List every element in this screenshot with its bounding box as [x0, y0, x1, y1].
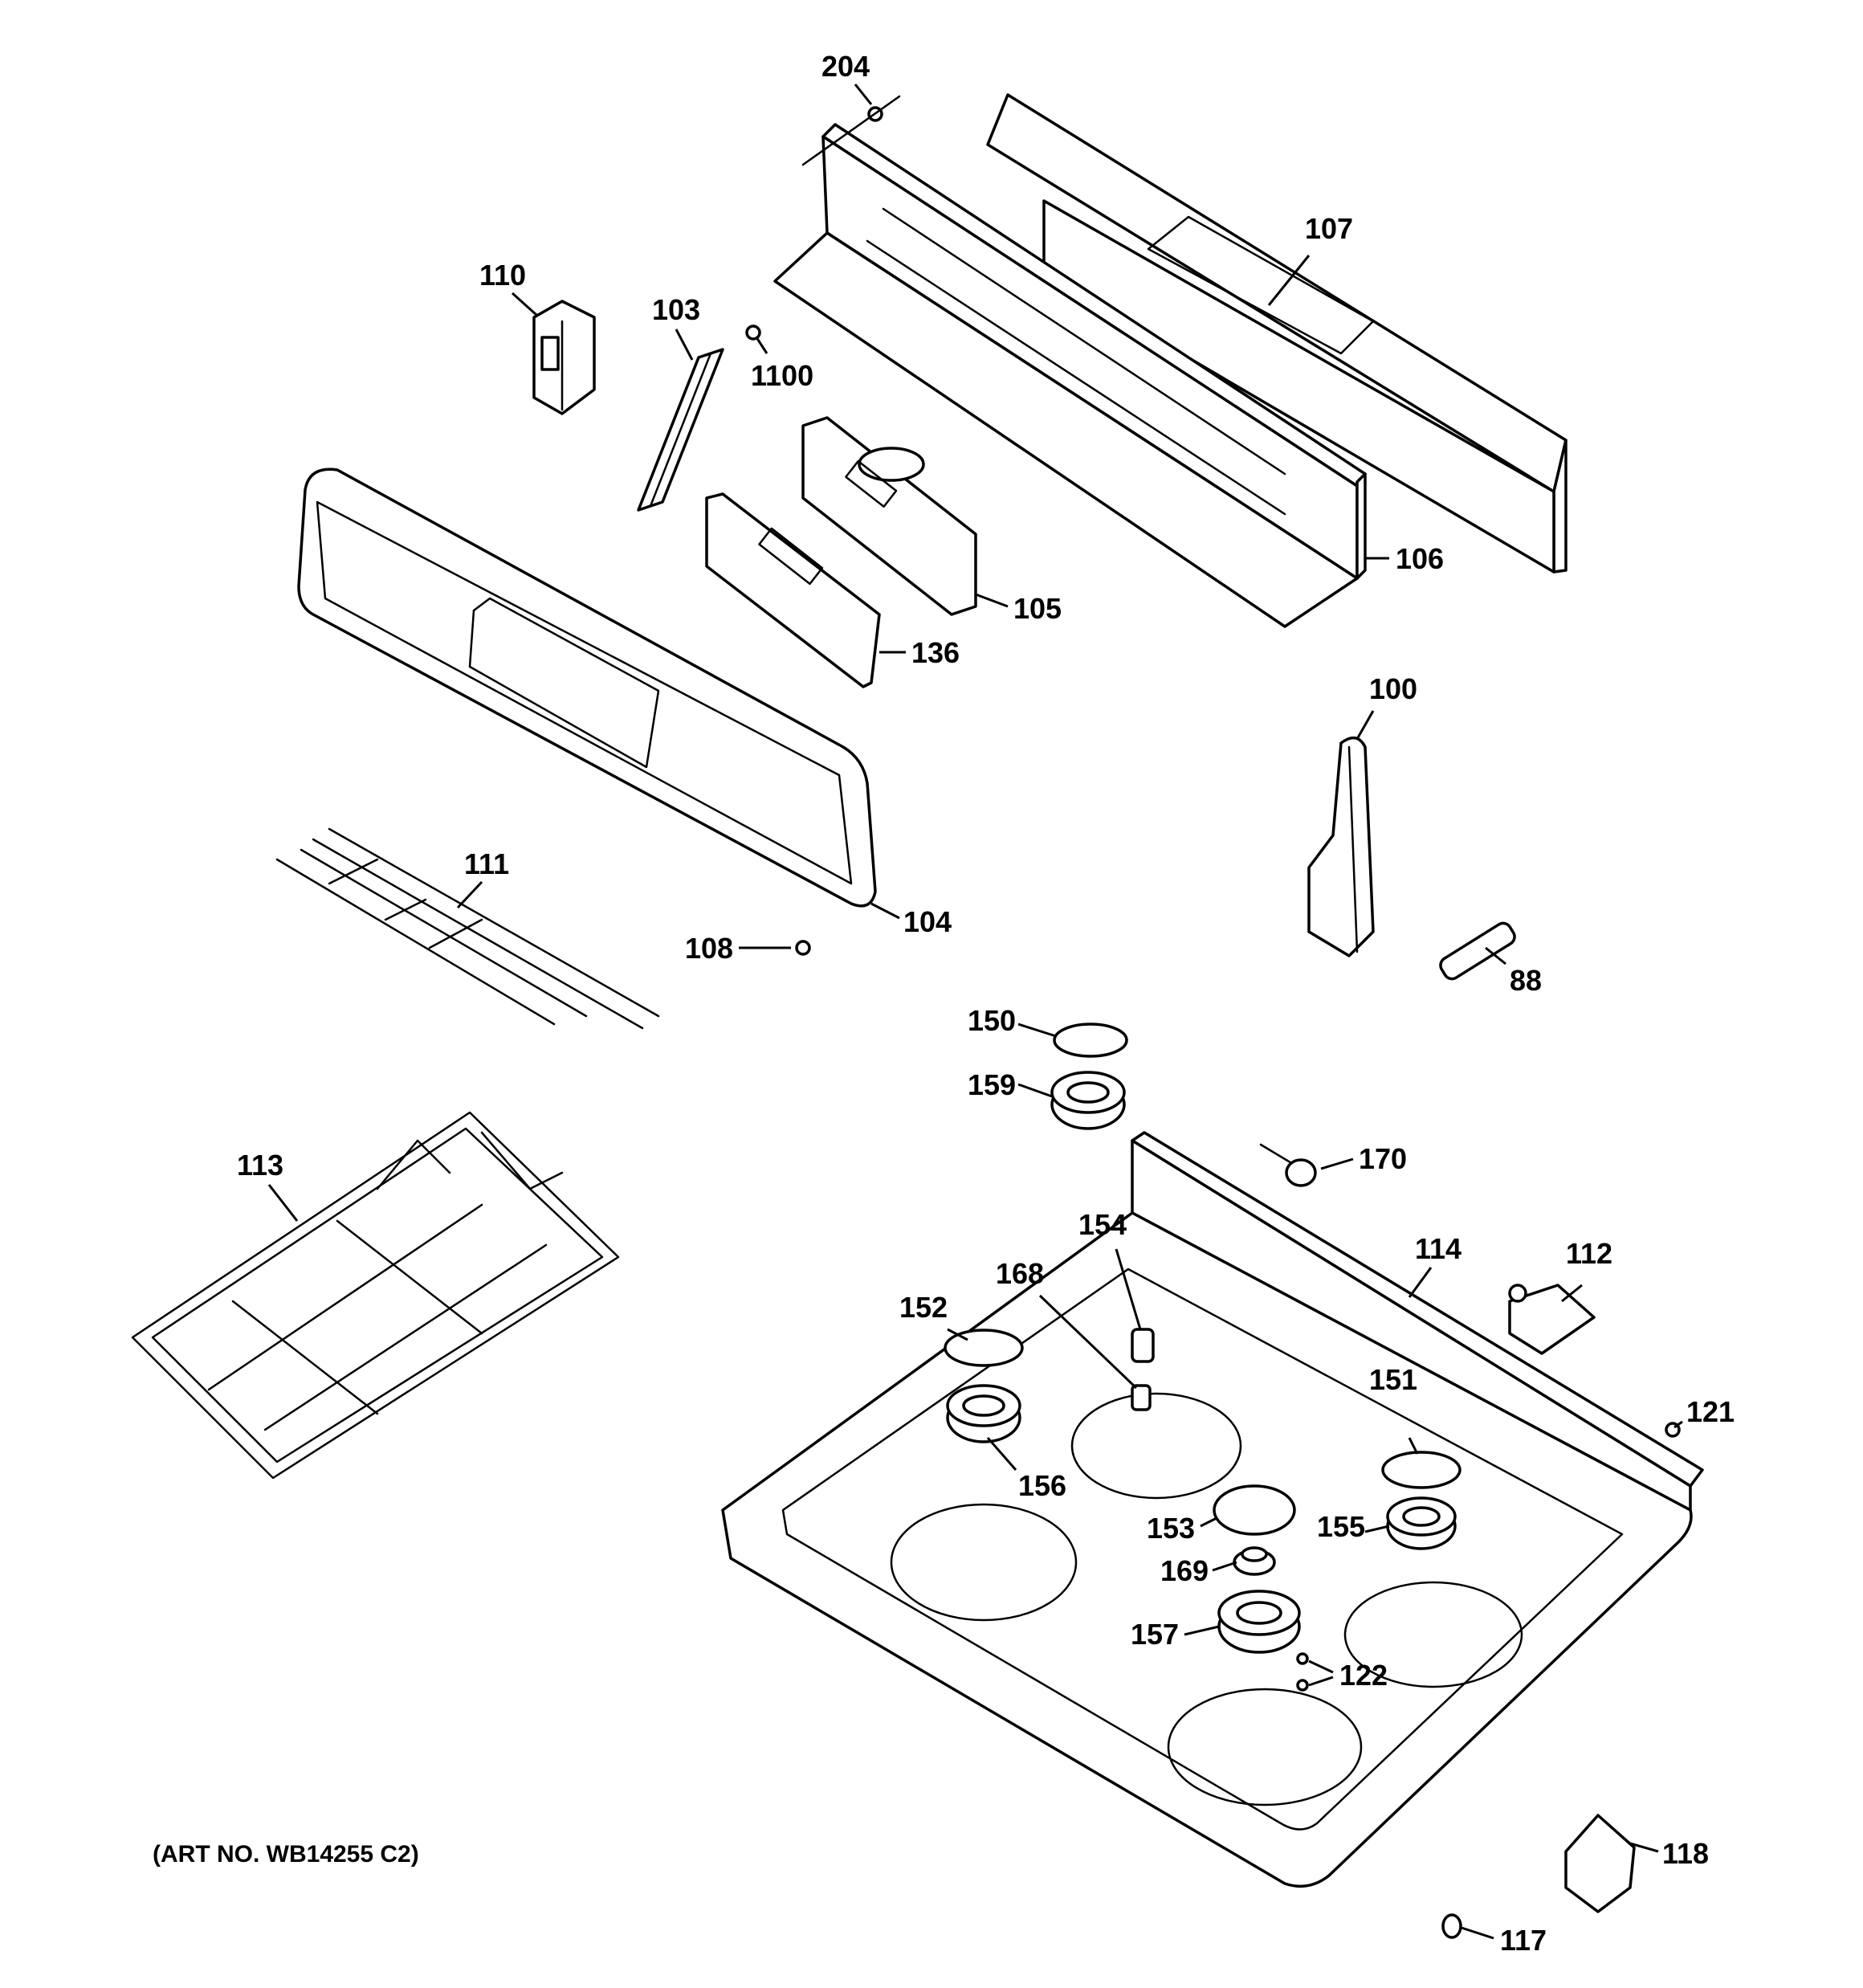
- part-150-cap: [1053, 1023, 1128, 1058]
- callout-104: 104: [903, 905, 952, 938]
- art-number: (ART NO. WB14255 C2): [153, 1841, 419, 1868]
- part-111-wire-harness: [275, 827, 660, 1030]
- callout-136: 136: [911, 636, 960, 669]
- callout-100: 100: [1369, 672, 1417, 705]
- part-112-switch: [1508, 1284, 1596, 1355]
- part-156-burner-head: [946, 1384, 1021, 1443]
- callout-121: 121: [1686, 1395, 1735, 1428]
- part-1100-screw: [745, 325, 761, 341]
- callout-168: 168: [996, 1257, 1044, 1290]
- part-151-cap: [1381, 1451, 1461, 1489]
- callout-157: 157: [1131, 1618, 1179, 1651]
- callout-111: 111: [464, 847, 509, 880]
- part-104-control-panel: [297, 467, 877, 908]
- callout-108: 108: [685, 932, 733, 965]
- callout-114: 114: [1415, 1232, 1461, 1265]
- part-108-screw: [795, 940, 811, 956]
- part-118-foot: [1564, 1814, 1636, 1913]
- part-122-screws: [1296, 1652, 1309, 1692]
- part-100-side-trim: [1307, 736, 1375, 957]
- part-110-relay: [532, 300, 596, 415]
- callout-169: 169: [1160, 1554, 1209, 1587]
- callout-159: 159: [968, 1068, 1016, 1101]
- part-170-screw: [1259, 1143, 1317, 1187]
- callout-106: 106: [1396, 542, 1444, 575]
- part-117-nut: [1441, 1913, 1462, 1939]
- callout-154: 154: [1078, 1208, 1127, 1241]
- callout-1100: 1100: [751, 359, 813, 392]
- part-157-burner-head: [1217, 1590, 1301, 1654]
- callout-107: 107: [1305, 212, 1353, 245]
- callout-113: 113: [237, 1149, 283, 1182]
- part-105-control-board: [801, 416, 977, 616]
- leader-lines: [267, 84, 1683, 1940]
- part-159-burner-head: [1050, 1071, 1126, 1130]
- part-107-rear-cover: [986, 93, 1567, 574]
- callout-117: 117: [1500, 1924, 1547, 1957]
- part-155-burner-head: [1386, 1496, 1457, 1550]
- callout-170: 170: [1359, 1142, 1407, 1175]
- callout-110: 110: [479, 259, 526, 292]
- callout-153: 153: [1147, 1512, 1195, 1545]
- callout-152: 152: [899, 1291, 948, 1324]
- callout-204: 204: [821, 50, 870, 83]
- callout-88: 88: [1510, 964, 1542, 997]
- callout-150: 150: [968, 1004, 1016, 1037]
- callout-103: 103: [652, 293, 700, 326]
- part-113-grates: [131, 1111, 620, 1480]
- callout-122: 122: [1339, 1659, 1388, 1692]
- part-106-backsplash: [773, 123, 1367, 628]
- part-154-orifice: [1131, 1328, 1155, 1363]
- part-204-screw: [801, 95, 901, 166]
- part-88-clip: [1439, 921, 1516, 981]
- part-103-bracket: [637, 348, 724, 512]
- callout-118: 118: [1662, 1837, 1709, 1870]
- part-153-cap: [1213, 1484, 1296, 1536]
- callout-112: 112: [1566, 1237, 1612, 1270]
- callout-105: 105: [1013, 592, 1062, 625]
- callout-156: 156: [1018, 1469, 1066, 1502]
- part-168-orifice: [1131, 1384, 1152, 1411]
- part-114-cooktop: [721, 1131, 1704, 1888]
- callout-155: 155: [1317, 1510, 1365, 1543]
- callout-151: 151: [1369, 1363, 1417, 1396]
- part-136-overlay: [705, 492, 881, 688]
